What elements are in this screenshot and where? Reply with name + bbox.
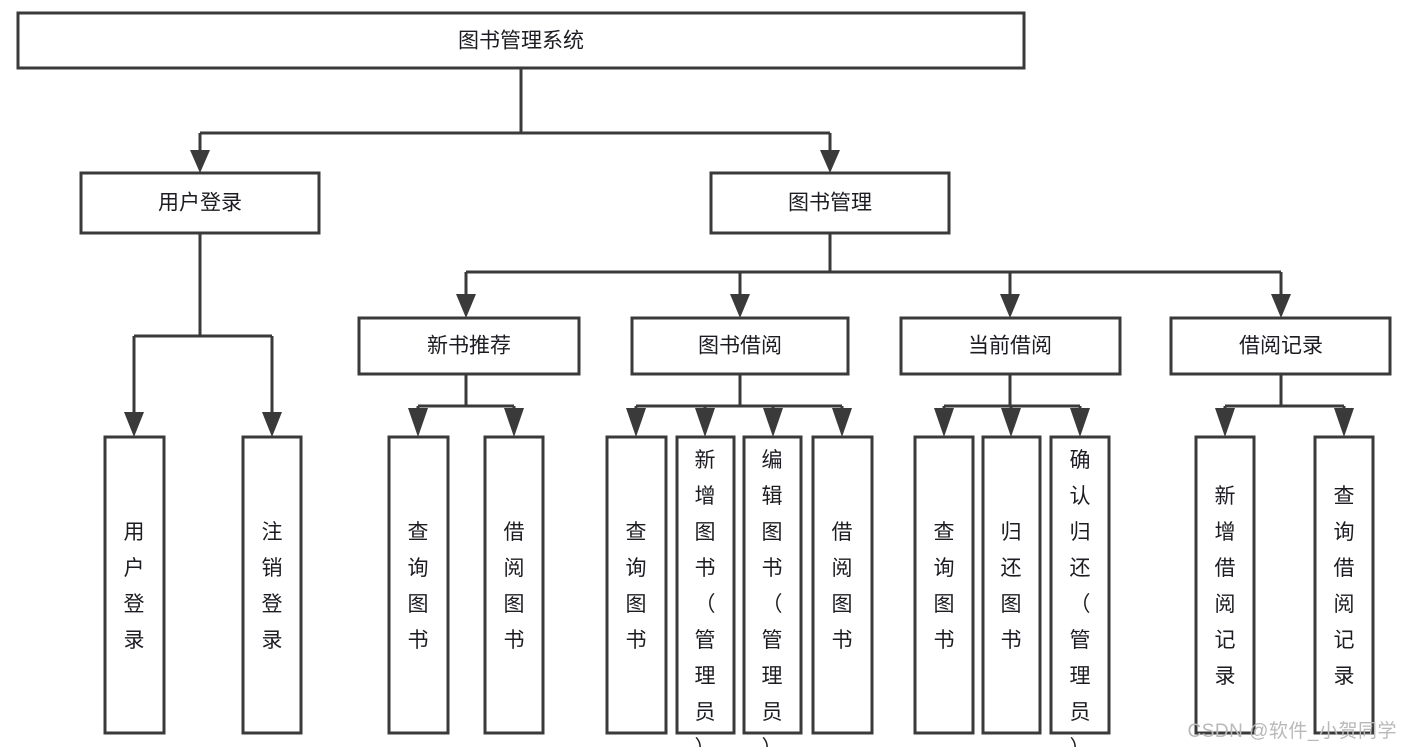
arrow-head-borrow-record	[1271, 294, 1291, 318]
arrow-head-leaf-current-borrow-2	[1070, 408, 1090, 437]
leaf-node-book-borrow-3-label: 借阅图书	[832, 521, 853, 652]
leaf-node-user-login-1-label: 注销登录	[262, 521, 283, 652]
leaf-node-current-borrow-2-box[interactable]	[1049, 435, 1111, 735]
leaf-node-new-book-0-label: 查询图书	[408, 521, 429, 652]
leaf-node-current-borrow-1-box[interactable]	[981, 435, 1042, 735]
arrow-head-user-login	[190, 150, 210, 173]
node-user-login[interactable]: 用户登录	[79, 171, 321, 235]
leaf-node-book-borrow-3[interactable]: 借阅图书	[811, 435, 874, 735]
node-current-borrow-box[interactable]	[899, 316, 1122, 376]
node-borrow-record[interactable]: 借阅记录	[1169, 316, 1392, 376]
leaf-node-borrow-record-1-box[interactable]	[1313, 435, 1375, 735]
node-borrow-record-box[interactable]	[1169, 316, 1392, 376]
node-root-system-box[interactable]	[16, 11, 1026, 70]
leaf-node-current-borrow-0[interactable]: 查询图书	[913, 435, 975, 735]
leaf-node-user-login-0[interactable]: 用户登录	[103, 435, 166, 735]
leaf-node-borrow-record-1-label: 查询借阅记录	[1334, 485, 1355, 688]
leaf-node-current-borrow-1[interactable]: 归还图书	[981, 435, 1042, 735]
csdn-watermark: CSDN @软件_小贺同学	[1187, 721, 1397, 742]
arrow-head-leaf-book-borrow-2	[763, 408, 783, 437]
arrow-head-book-borrow	[730, 294, 750, 318]
leaf-node-book-borrow-1-box[interactable]	[675, 435, 736, 735]
leaf-node-current-borrow-0-label: 查询图书	[934, 521, 955, 652]
node-user-login-label: 用户登录	[158, 192, 242, 215]
node-user-login-box[interactable]	[79, 171, 321, 235]
node-new-book-recommend[interactable]: 新书推荐	[357, 316, 581, 376]
leaf-node-current-borrow-0-box[interactable]	[913, 435, 975, 735]
arrow-head-leaf-book-borrow-3	[832, 408, 852, 437]
node-book-management[interactable]: 图书管理	[709, 171, 951, 235]
arrow-head-leaf-book-borrow-1	[695, 408, 715, 437]
arrow-head-leaf-borrow-record-0	[1215, 408, 1235, 437]
leaf-node-book-borrow-2[interactable]: 编辑图书（管理员）	[742, 435, 803, 747]
leaf-node-book-borrow-0-label: 查询图书	[626, 521, 647, 652]
arrow-head-current-borrow	[1000, 294, 1020, 318]
node-root-system-label: 图书管理系统	[458, 30, 584, 53]
node-current-borrow[interactable]: 当前借阅	[899, 316, 1122, 376]
leaf-node-book-borrow-1-label: 新增图书（管理员）	[695, 449, 716, 747]
node-book-borrow-label: 图书借阅	[698, 335, 782, 358]
leaf-node-borrow-record-0[interactable]: 新增借阅记录	[1194, 435, 1256, 735]
leaf-node-user-login-1[interactable]: 注销登录	[241, 435, 303, 735]
node-current-borrow-label: 当前借阅	[968, 335, 1052, 358]
leaf-node-book-borrow-2-box[interactable]	[742, 435, 803, 735]
leaf-node-book-borrow-1[interactable]: 新增图书（管理员）	[675, 435, 736, 747]
node-book-management-box[interactable]	[709, 171, 951, 235]
arrow-head-leaf-current-borrow-1	[1001, 408, 1021, 437]
leaf-node-book-borrow-0[interactable]: 查询图书	[605, 435, 668, 735]
leaf-node-user-login-0-box[interactable]	[103, 435, 166, 735]
leaf-node-current-borrow-2-label: 确认归还（管理员）	[1070, 449, 1091, 747]
leaf-node-new-book-1-box[interactable]	[483, 435, 545, 735]
node-book-management-label: 图书管理	[788, 192, 872, 215]
leaf-node-new-book-1[interactable]: 借阅图书	[483, 435, 545, 735]
leaf-node-new-book-1-label: 借阅图书	[504, 521, 525, 652]
leaf-node-current-borrow-2[interactable]: 确认归还（管理员）	[1049, 435, 1111, 747]
leaf-node-book-borrow-2-label: 编辑图书（管理员）	[762, 449, 783, 747]
node-borrow-record-label: 借阅记录	[1239, 335, 1323, 358]
node-book-borrow-box[interactable]	[630, 316, 850, 376]
arrow-head-leaf-user-login-0	[124, 412, 144, 437]
leaf-node-current-borrow-1-label: 归还图书	[1001, 521, 1022, 652]
leaf-node-book-borrow-0-box[interactable]	[605, 435, 668, 735]
leaf-node-borrow-record-1[interactable]: 查询借阅记录	[1313, 435, 1375, 735]
arrow-head-new-book	[456, 294, 476, 318]
node-book-borrow[interactable]: 图书借阅	[630, 316, 850, 376]
connectors-layer	[124, 68, 1354, 437]
leaf-node-new-book-0-box[interactable]	[387, 435, 450, 735]
node-new-book-recommend-box[interactable]	[357, 316, 581, 376]
arrow-head-leaf-current-borrow-0	[934, 408, 954, 437]
arrow-head-leaf-user-login-1	[262, 412, 282, 437]
leaf-node-borrow-record-0-box[interactable]	[1194, 435, 1256, 735]
arrow-head-leaf-new-book-1	[504, 408, 524, 437]
node-new-book-recommend-label: 新书推荐	[427, 335, 511, 358]
leaf-node-book-borrow-3-box[interactable]	[811, 435, 874, 735]
leaf-node-user-login-0-label: 用户登录	[124, 521, 145, 652]
leaf-node-user-login-1-box[interactable]	[241, 435, 303, 735]
leaf-node-borrow-record-0-label: 新增借阅记录	[1215, 485, 1236, 688]
arrow-head-leaf-borrow-record-1	[1334, 408, 1354, 437]
arrow-head-leaf-new-book-0	[408, 408, 428, 437]
arrow-head-book-mgmt	[820, 150, 840, 173]
leaf-node-new-book-0[interactable]: 查询图书	[387, 435, 450, 735]
node-root-system[interactable]: 图书管理系统	[16, 11, 1026, 70]
arrow-head-leaf-book-borrow-0	[626, 408, 646, 437]
